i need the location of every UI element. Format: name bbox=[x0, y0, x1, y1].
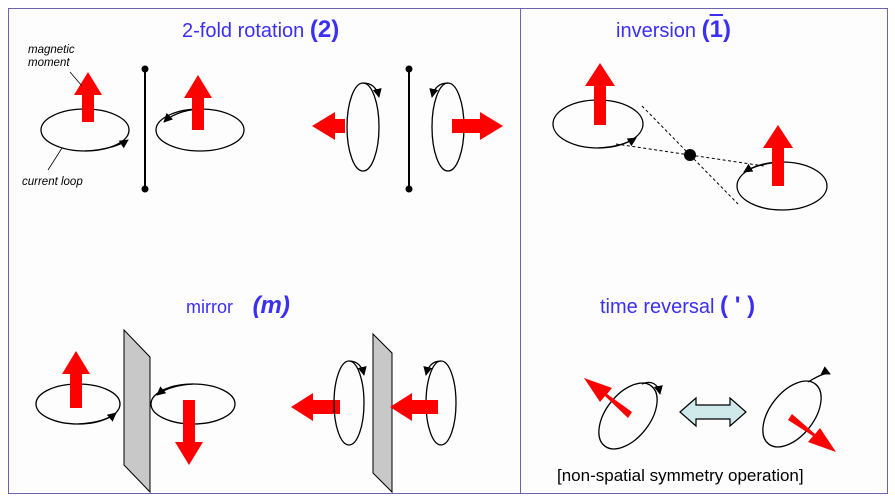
loop-direction-arrow bbox=[77, 412, 117, 425]
magnetic-moment-arrow bbox=[312, 112, 345, 140]
double-arrow bbox=[679, 396, 747, 428]
mirror-left-pair bbox=[35, 328, 236, 494]
mirror-title-text: mirror bbox=[186, 297, 233, 317]
inversion-guide bbox=[689, 154, 739, 205]
label-pointer bbox=[47, 147, 63, 171]
magnetic-moment-arrow bbox=[184, 75, 212, 130]
rotation-symbol: (2) bbox=[309, 16, 340, 43]
loop-direction-arrow bbox=[641, 381, 663, 395]
inversion-center bbox=[684, 149, 696, 161]
time-reversal-symbol: ( ' ) bbox=[720, 292, 756, 319]
magnetic-moment-arrow bbox=[175, 400, 203, 465]
magnetic-moment-arrow bbox=[763, 125, 793, 186]
time-reversal-title-text: time reversal bbox=[600, 296, 715, 318]
magnetic-moment-arrow bbox=[62, 351, 90, 408]
axis-endpoint bbox=[141, 185, 149, 193]
magnetic-moment-label: magnetic moment bbox=[28, 44, 75, 70]
inversion-symbol-digit: 1 bbox=[709, 16, 723, 43]
mirror-plane bbox=[372, 332, 393, 494]
axis-endpoint bbox=[405, 65, 413, 73]
inversion-title: inversion (1) bbox=[616, 16, 731, 44]
axis-endpoint bbox=[141, 65, 149, 73]
magnetic-moment-label-line2: moment bbox=[28, 57, 70, 69]
mirror-plane bbox=[123, 328, 151, 494]
current-loop bbox=[598, 382, 658, 450]
magnetic-moment-label-line1: magnetic bbox=[28, 44, 75, 56]
time-reversal-caption: [non-spatial symmetry operation] bbox=[557, 466, 804, 485]
current-loop-label: current loop bbox=[22, 176, 83, 188]
current-loop bbox=[762, 380, 822, 448]
loop-direction-arrow bbox=[362, 82, 382, 98]
loop-direction-arrow bbox=[348, 360, 367, 376]
magnetic-moment-arrow bbox=[585, 63, 615, 125]
magnetic-moment-arrow bbox=[452, 112, 503, 140]
loop-direction-arrow bbox=[156, 383, 194, 396]
magnetic-moment-arrow bbox=[291, 393, 340, 421]
magnetic-moment-arrow bbox=[74, 72, 102, 122]
loop-direction-arrow bbox=[597, 137, 637, 149]
mirror-title: mirror (m) bbox=[186, 292, 290, 320]
mirror-symbol: (m) bbox=[252, 292, 290, 319]
loop-direction-arrow bbox=[423, 360, 442, 376]
inversion-guide bbox=[689, 154, 765, 167]
inversion-symbol-open: ( bbox=[701, 16, 710, 43]
loop-direction-arrow bbox=[807, 366, 831, 383]
inversion-title-text: inversion bbox=[616, 20, 697, 42]
time-reversal-group bbox=[584, 366, 836, 452]
magnetic-moment-arrow bbox=[584, 378, 632, 418]
rotation-title: 2-fold rotation (2) bbox=[182, 16, 339, 44]
inversion-guide bbox=[641, 105, 691, 156]
time-reversal-title: time reversal ( ' ) bbox=[600, 292, 755, 320]
rotation-left-pair bbox=[40, 65, 245, 193]
inversion-symbol-close: ) bbox=[722, 16, 731, 43]
rotation-title-text: 2-fold rotation bbox=[182, 20, 305, 42]
magnetic-moment-arrow bbox=[788, 414, 836, 452]
rotation-right-pair bbox=[312, 65, 503, 193]
loop-direction-arrow bbox=[429, 82, 449, 98]
mirror-right-pair bbox=[291, 332, 457, 494]
axis-endpoint bbox=[405, 185, 413, 193]
inversion-group bbox=[552, 63, 828, 211]
inversion-symbol: (1) bbox=[702, 16, 731, 43]
label-pointer bbox=[69, 71, 83, 87]
magnetic-moment-arrow bbox=[390, 393, 438, 421]
inversion-guide bbox=[615, 143, 691, 156]
current-loop bbox=[346, 82, 380, 172]
loop-direction-arrow bbox=[84, 139, 129, 152]
